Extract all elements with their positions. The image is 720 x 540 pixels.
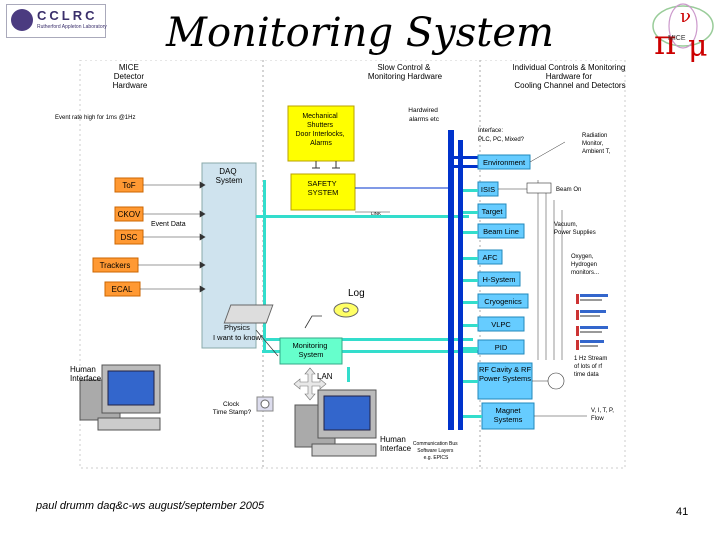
beamline-note: Vacuum, Power Supplies	[554, 222, 596, 236]
daq-system-label: DAQ System	[216, 167, 243, 185]
clock-label: Clock Time Stamp?	[213, 401, 252, 416]
physics-arrow	[255, 329, 279, 357]
mice-logo-orbit	[652, 5, 714, 47]
hardwired-label: Hardwired alarms etc	[408, 107, 439, 123]
subsystem-label: Target	[482, 207, 504, 216]
computer-right-keyboard	[311, 443, 377, 457]
lan-cross-icon	[293, 367, 327, 401]
physics-note: Physics I want to know!	[213, 323, 263, 342]
log-label: Log	[348, 288, 365, 299]
log-arrow	[304, 315, 322, 329]
detector-label: Trackers	[100, 261, 131, 270]
detector-label: ECAL	[112, 285, 133, 294]
cryogenics-readouts	[576, 294, 608, 350]
mice-logo-text: MICE	[668, 35, 686, 42]
monitoring-system-label: Monitoring System	[292, 341, 329, 359]
subsystem-rf-wrapper: RF Cavity & RF Power Systems	[478, 365, 532, 383]
header-mice-detector: MICE Detector Hardware	[113, 63, 148, 90]
log-disk-icon	[223, 302, 359, 324]
computer-right-screen	[323, 395, 371, 431]
mice-logo-nu: ν	[680, 6, 691, 27]
cclrc-logo-mark	[11, 9, 33, 31]
safety-system-label: SAFETY SYSTEM	[307, 179, 338, 197]
comm-bus-label: Communication Bus Software Layers e.g. E…	[413, 441, 459, 461]
monitoring-diagram: MICE Detector Hardware Slow Control & Mo…	[55, 60, 627, 469]
detector-arrows	[138, 181, 206, 293]
blue-bus	[448, 130, 478, 430]
clock-icon	[256, 396, 274, 412]
header-individual-controls: Individual Controls & Monitoring Hardwar…	[512, 63, 627, 90]
mech-safety-link	[312, 161, 340, 169]
log-disk-base	[223, 304, 274, 324]
cyan-links	[256, 180, 482, 382]
mechanical-shutters-box	[287, 105, 355, 162]
clock-face	[260, 399, 270, 409]
mice-logo-orbit-2	[668, 3, 698, 49]
detector-label: CKOV	[118, 210, 141, 219]
right-device-lines	[498, 141, 566, 360]
subsystem-label: Cryogenics	[484, 297, 522, 306]
lan-cross-shape	[293, 367, 327, 401]
subsystem-magnet-wrapper: Magnet Systems	[493, 406, 523, 424]
afc-note: Oxygen, Hydrogen monitors...	[571, 254, 599, 276]
cclrc-logo-text: CCLRC	[37, 8, 98, 23]
mechanical-shutters-label: Mechanical Shutters Door Interlocks, Ala…	[296, 113, 347, 147]
interface-note: Interface: PLC, PC, Mixed?	[478, 128, 525, 143]
detector-list: ToF CKOV DSC Trackers ECAL	[92, 177, 144, 297]
subsystem-label: Beam Line	[483, 227, 519, 236]
cclrc-logo: CCLRC Rutherford Appleton Laboratory	[6, 4, 107, 38]
diagram-frame	[79, 60, 626, 469]
rf-scope-icon	[547, 372, 565, 390]
subsystem-list: Environment ISIS Target Beam Line AFC H-…	[477, 154, 535, 430]
lan-label: LAN	[317, 372, 333, 381]
page-number: 41	[676, 506, 689, 518]
subsystem-label: Environment	[483, 158, 526, 167]
safety-small-label: LINK	[371, 211, 381, 216]
computer-left-keyboard	[97, 417, 161, 431]
computer-right-icon	[294, 389, 377, 457]
detector-label: ToF	[122, 181, 135, 190]
detector-label: DSC	[121, 233, 138, 242]
subsystem-label: H-System	[483, 275, 516, 284]
header-slow-control: Slow Control & Monitoring Hardware	[368, 63, 443, 81]
subsystem-label: RF Cavity & RF Power Systems	[478, 365, 532, 383]
rf-note: 1 Hz Stream of lots of rf time data	[574, 356, 609, 378]
monitoring-system-box	[279, 337, 343, 365]
human-interface-right-label: Human Interface	[380, 435, 412, 453]
safety-system-box	[290, 173, 356, 211]
cclrc-logo-subtext: Rutherford Appleton Laboratory	[37, 24, 107, 30]
magnet-note: V, I, T, P, Flow	[591, 408, 616, 422]
subsystem-label: ISIS	[481, 185, 495, 194]
mice-logo: π μ ν MICE	[652, 3, 714, 64]
computer-left-screen	[107, 370, 155, 406]
subsystem-label: PID	[495, 343, 508, 352]
mice-logo-pi: π	[654, 23, 676, 63]
event-data-label: Event Data	[151, 221, 186, 228]
footer-text: paul drumm daq&c-ws august/september 200…	[36, 500, 265, 512]
beam-on-note: Beam On	[556, 187, 581, 193]
page-title: Monitoring System	[166, 10, 554, 56]
event-rate-note: Event rate high for 1ms @1Hz	[55, 115, 135, 121]
subsystem-cyan-links	[463, 189, 482, 418]
log-disk-hub	[342, 307, 350, 313]
mice-logo-mu: μ	[688, 29, 708, 64]
human-interface-left-label: Human Interface	[70, 365, 102, 383]
environment-note: Radiation Monitor, Ambient T,	[582, 133, 611, 155]
subsystem-label: Magnet Systems	[493, 406, 523, 424]
computer-left-icon	[79, 364, 161, 431]
subsystem-label: AFC	[483, 253, 499, 262]
beam-on-box	[526, 182, 552, 194]
subsystem-label: VLPC	[491, 320, 511, 329]
